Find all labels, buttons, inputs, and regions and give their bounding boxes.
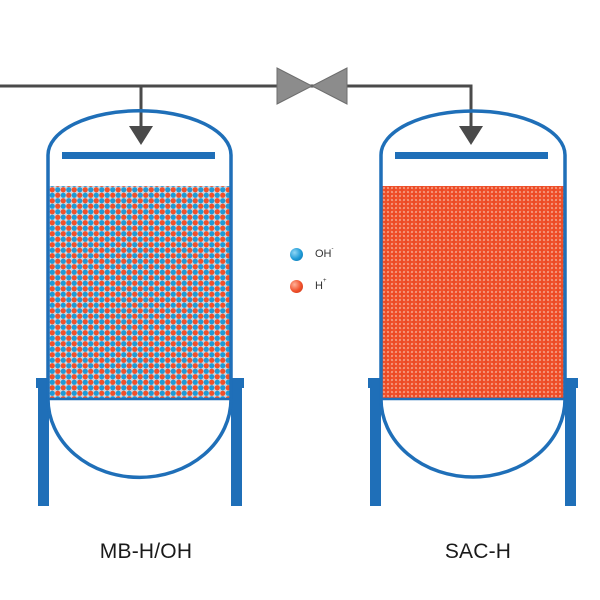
valve-icon[interactable] [276,67,348,105]
support-leg [370,378,381,506]
support-leg [231,378,242,506]
distributor-plate [62,152,215,159]
inlet-arrow-icon [129,126,153,145]
legend-charge-h: + [322,278,327,285]
hydroxide-ion-icon [290,247,303,261]
distributor-plate [395,152,548,159]
legend-label-h: H [315,280,323,292]
support-leg [38,378,49,506]
legend-charge-oh: - [331,246,334,253]
vessel-mb [36,109,244,506]
resin-bed-mixed [48,186,232,399]
legend-item-hydroxide: OH- [290,246,334,262]
legend-label-oh: OH [315,248,332,260]
vessel-sac [368,109,578,506]
feed-pipe [0,84,473,128]
hydrogen-ion-icon [290,279,303,293]
legend-item-hydrogen: H+ [290,278,326,294]
support-leg [565,378,576,506]
resin-bed-cation [381,186,565,399]
inlet-arrow-icon [459,126,483,145]
vessel-label-sac: SAC-H [444,540,512,563]
vessel-label-mb: MB-H/OH [99,540,193,563]
